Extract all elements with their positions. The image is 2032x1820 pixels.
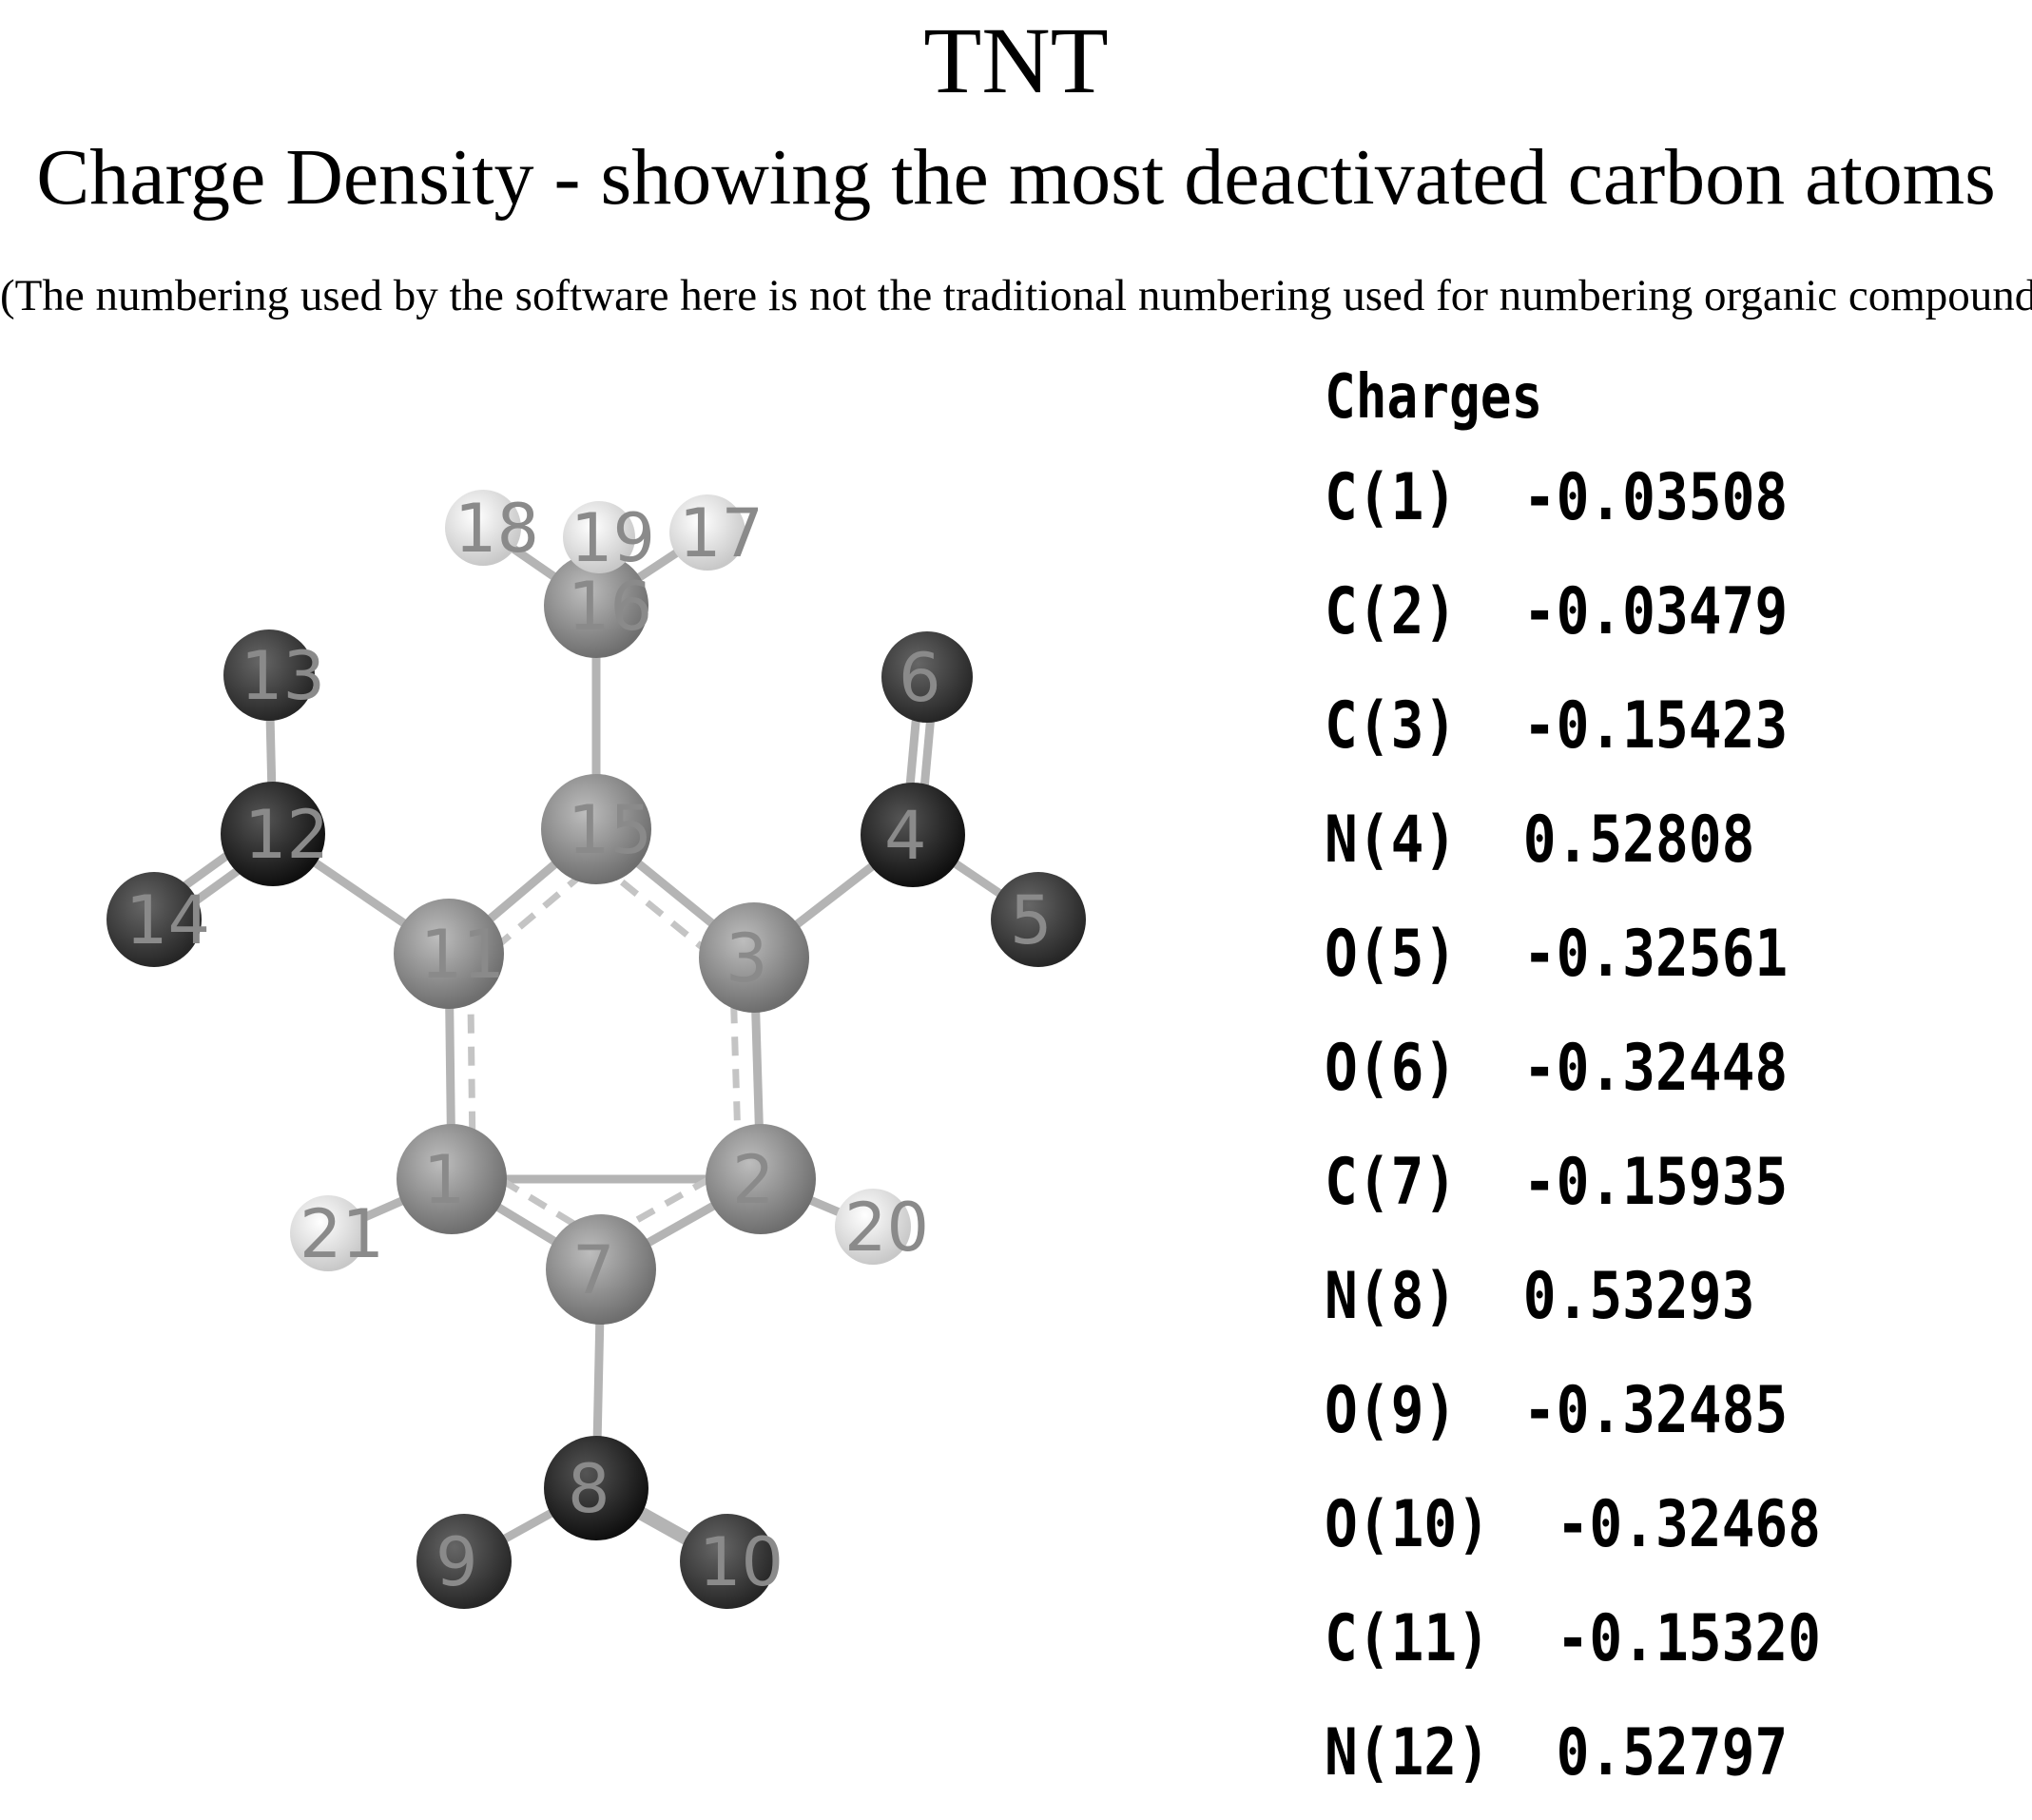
charge-row-n4: N(4) 0.52808 xyxy=(1325,803,1755,878)
atom-label-12: 12 xyxy=(244,796,329,874)
carbon-atom-1 xyxy=(397,1124,507,1234)
atom-label-20: 20 xyxy=(844,1189,929,1267)
atom-label-3: 3 xyxy=(726,920,768,997)
carbon-atom-16 xyxy=(544,553,648,658)
oxygen-atom-9 xyxy=(416,1514,512,1609)
oxygen-atom-10 xyxy=(680,1514,775,1609)
hydrogen-atom-20 xyxy=(835,1189,911,1265)
charge-row-c11: C(11) -0.15320 xyxy=(1325,1601,1821,1676)
oxygen-atom-5 xyxy=(991,872,1086,967)
charge-row-o10: O(10) -0.32468 xyxy=(1325,1487,1821,1562)
charge-row-c2: C(2) -0.03479 xyxy=(1325,574,1789,649)
atom-label-10: 10 xyxy=(699,1523,784,1601)
charge-row-n12: N(12) 0.52797 xyxy=(1325,1715,1789,1791)
carbon-atom-15 xyxy=(541,774,651,884)
atom-label-1: 1 xyxy=(423,1141,466,1219)
atom-label-15: 15 xyxy=(568,791,652,869)
hydrogen-atom-17 xyxy=(669,494,745,571)
atom-label-2: 2 xyxy=(732,1141,775,1219)
atom-label-11: 11 xyxy=(420,916,505,994)
charge-row-n8: N(8) 0.53293 xyxy=(1325,1259,1755,1334)
carbon-atom-11 xyxy=(394,899,504,1009)
numbering-note: (The numbering used by the software here… xyxy=(0,271,2032,320)
hydrogen-atom-19 xyxy=(563,501,635,573)
carbon-atom-7 xyxy=(546,1214,656,1325)
hydrogen-atom-21 xyxy=(290,1195,366,1271)
charge-row-o6: O(6) -0.32448 xyxy=(1325,1031,1789,1106)
atom-label-17: 17 xyxy=(679,494,764,572)
atom-label-8: 8 xyxy=(568,1450,610,1528)
nitrogen-atom-12 xyxy=(221,782,325,886)
nitrogen-atom-8 xyxy=(544,1436,648,1540)
atom-label-19: 19 xyxy=(571,499,655,577)
oxygen-atom-14 xyxy=(106,872,202,967)
carbon-atom-3 xyxy=(699,902,809,1013)
atom-label-13: 13 xyxy=(241,637,325,715)
atom-label-18: 18 xyxy=(455,490,539,568)
atom-label-9: 9 xyxy=(435,1523,478,1601)
charge-row-o5: O(5) -0.32561 xyxy=(1325,917,1789,992)
atom-label-7: 7 xyxy=(572,1231,615,1309)
atom-label-4: 4 xyxy=(884,797,927,875)
charges-heading: Charges xyxy=(1325,362,1543,433)
charge-row-c3: C(3) -0.15423 xyxy=(1325,688,1789,764)
charges-panel: Charges C(1) -0.03508 C(2) -0.03479 C(3)… xyxy=(1325,354,2009,1810)
nitrogen-atom-4 xyxy=(861,783,965,887)
atom-label-5: 5 xyxy=(1010,881,1053,959)
atom-label-6: 6 xyxy=(899,639,941,717)
charge-row-c1: C(1) -0.03508 xyxy=(1325,460,1789,535)
charge-row-o9: O(9) -0.32485 xyxy=(1325,1373,1789,1448)
hydrogen-atom-18 xyxy=(445,490,521,566)
atom-label-14: 14 xyxy=(126,881,210,959)
atom-label-16: 16 xyxy=(568,568,652,646)
carbon-atom-2 xyxy=(706,1124,816,1234)
diagram-subtitle: Charge Density - showing the most deacti… xyxy=(36,133,1996,222)
diagram-title: TNT xyxy=(923,8,1109,113)
aromatic-bond-7-1 xyxy=(471,1159,603,1244)
oxygen-atom-6 xyxy=(881,631,973,723)
atom-label-21: 21 xyxy=(300,1195,384,1273)
charge-row-c7: C(7) -0.15935 xyxy=(1325,1145,1789,1220)
oxygen-atom-13 xyxy=(223,629,315,721)
